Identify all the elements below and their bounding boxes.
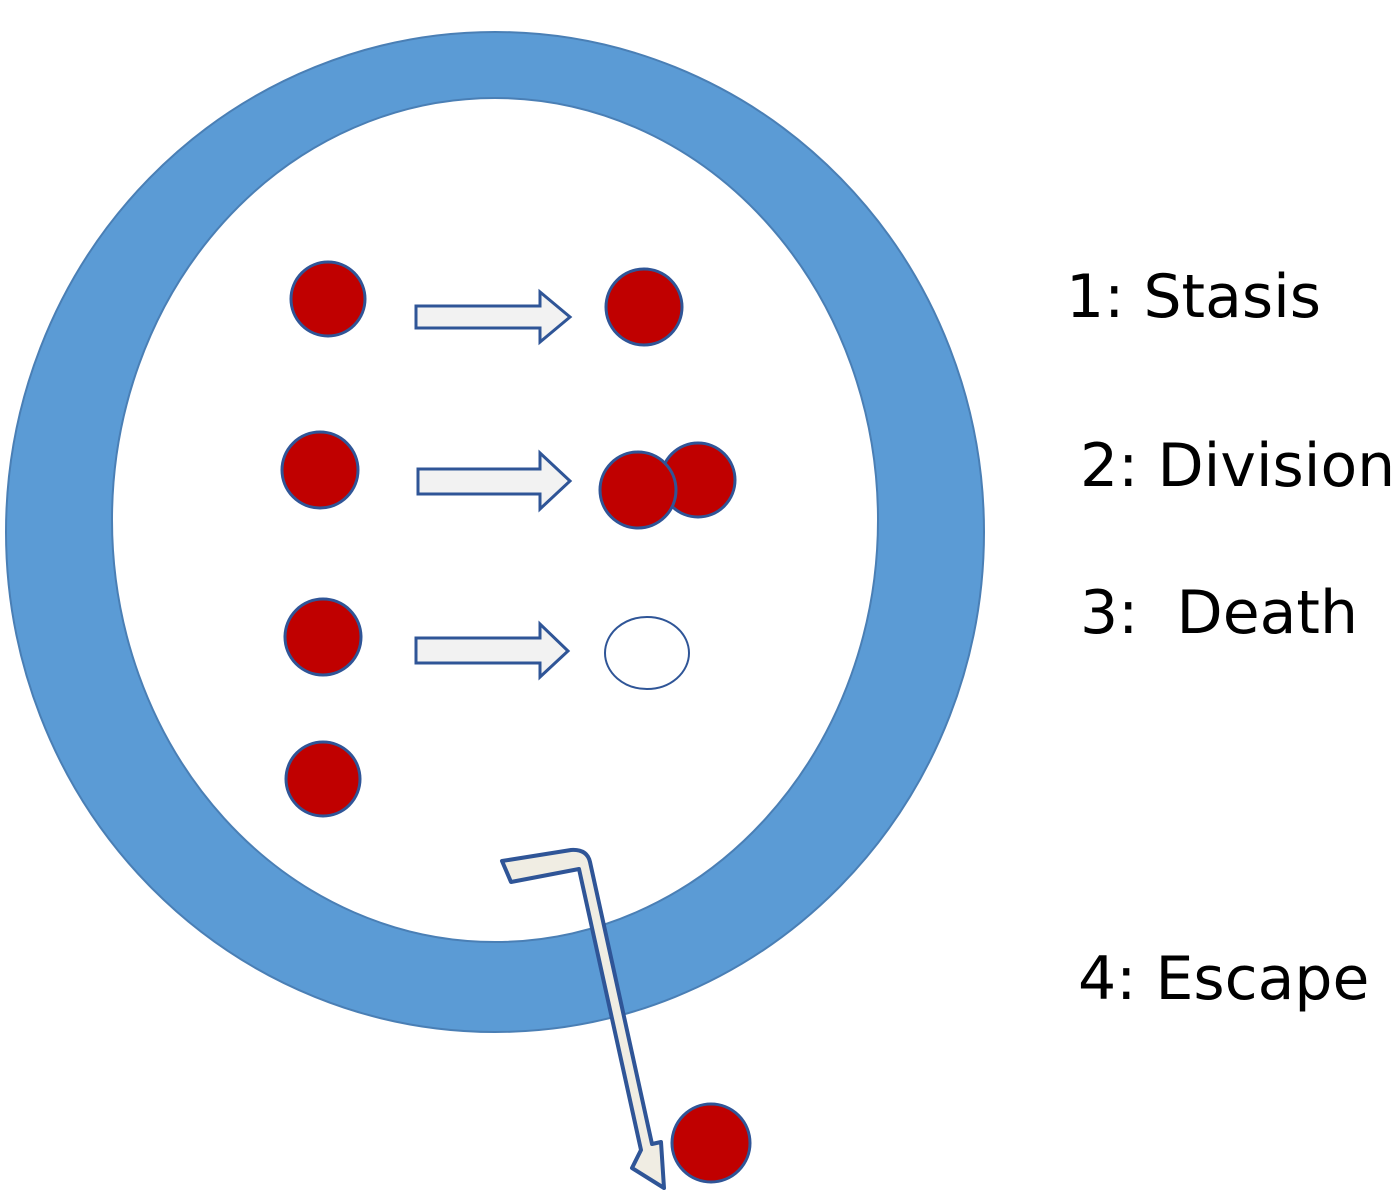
division-source-cell [280, 430, 360, 510]
label-division: 2: Division [1080, 431, 1395, 501]
division-arrow [416, 449, 573, 513]
label-stasis: 1: Stasis [1066, 262, 1321, 332]
death-source-cell [283, 597, 363, 677]
escape-bent-arrow [500, 847, 666, 1190]
division-daughter-cell-front [598, 450, 678, 530]
death-arrow [414, 620, 571, 681]
escape-escaped-cell [670, 1102, 752, 1184]
escape-row [284, 740, 752, 1190]
label-death: 3: Death [1080, 578, 1358, 648]
stasis-source-cell [289, 260, 367, 338]
niche-ring-inner [111, 97, 879, 943]
fate-labels: 1: Stasis 2: Division 3: Death 4: Escape [1066, 262, 1395, 1014]
stasis-arrow [414, 288, 573, 346]
niche-ring [5, 31, 985, 1033]
division-row [280, 430, 737, 530]
escape-source-cell [284, 740, 362, 818]
stasis-row [289, 260, 684, 347]
stasis-result-cell [604, 267, 684, 347]
death-empty-cell [604, 616, 690, 690]
label-escape: 4: Escape [1078, 944, 1369, 1014]
death-row [283, 597, 690, 690]
